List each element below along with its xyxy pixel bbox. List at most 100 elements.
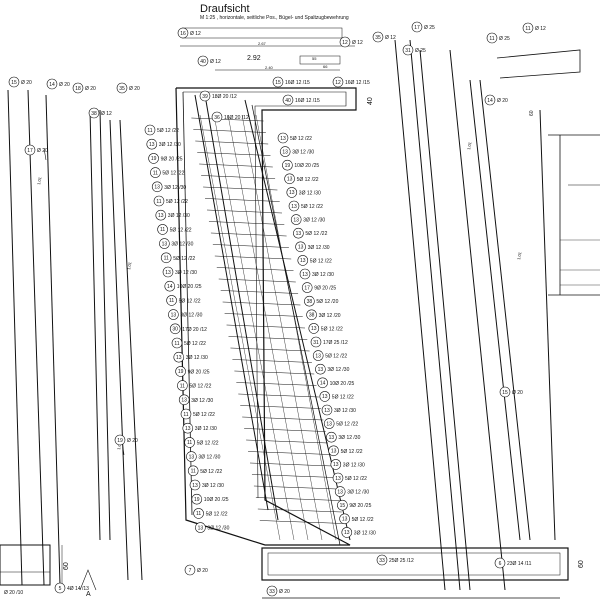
position-bubble [304, 295, 315, 307]
bar-designation: 3Ø 12 /30 [198, 455, 220, 461]
bar-designation: 5Ø 12 /22 [325, 354, 347, 360]
position-bubble [197, 55, 209, 67]
position-number: 17 [27, 148, 33, 154]
position-bubble [162, 266, 174, 278]
dimension-text: 60 [529, 110, 535, 116]
position-number: 13 [315, 353, 321, 359]
position-number: 12 [342, 40, 348, 46]
bar-designation: 5Ø 12 /22 [301, 204, 323, 210]
wall-outline [175, 87, 357, 546]
position-bubble [297, 255, 309, 266]
bar-designation: 5Ø 12 /22 [184, 341, 206, 347]
position-number: 13 [318, 367, 324, 373]
position-number: 15 [502, 390, 508, 396]
bar-designation: 3Ø 12 /30 [303, 218, 325, 224]
position-bubble [286, 187, 298, 198]
position-number: 5 [59, 586, 62, 592]
position-number: 33 [269, 589, 275, 595]
bar-designation: 3Ø 12 /30 [343, 462, 365, 468]
position-bubble [155, 209, 167, 221]
position-number: 14 [487, 98, 493, 104]
position-bubble [184, 437, 195, 448]
bar-designation: Ø 20 /10 [4, 590, 23, 596]
position-number: 11 [183, 412, 188, 418]
position-bubble [339, 513, 350, 525]
stirrup-bar [234, 370, 315, 375]
position-bubble [8, 76, 20, 88]
position-number: 13 [162, 241, 168, 247]
bar-length-text: 1.01 [126, 261, 132, 270]
position-bubble [184, 564, 196, 576]
bar-designation: 3Ø 12 /30 [308, 245, 330, 251]
bar-designation: 3Ø 12 /30 [327, 367, 349, 373]
right-bar-callout: 13 5Ø 12 /22 [312, 350, 347, 361]
position-bubble [146, 138, 158, 150]
standalone-bar [109, 119, 129, 581]
bar-designation: 3Ø 12 /30 [159, 142, 181, 148]
bar-designation: 16Ø 12 /15 [345, 80, 370, 86]
position-bubble [301, 282, 313, 293]
bar-designation: Ø 12 [190, 31, 201, 37]
position-bubble [148, 153, 159, 164]
stirrup-bar [228, 336, 308, 340]
bottom-beam [261, 547, 569, 581]
position-number: 13 [280, 136, 286, 142]
bar-designation: 9Ø 20 /25 [314, 286, 336, 292]
dimension-text: 40 [367, 97, 374, 105]
stirrup-bar [208, 221, 285, 225]
position-bubble [330, 459, 342, 470]
position-number: 14 [49, 82, 55, 88]
position-bubble [295, 241, 306, 253]
position-callout: 17 Ø 20 [24, 144, 48, 156]
bar-designation: Ø 12 [210, 59, 221, 65]
stirrup-bar [218, 278, 296, 283]
position-number: 19 [194, 497, 200, 503]
position-bubble [312, 350, 324, 361]
bar-designation: 10Ø 20 /25 [204, 497, 229, 503]
position-number: 13 [291, 204, 297, 210]
position-number: 13 [282, 149, 288, 155]
stirrup-bar [214, 255, 292, 260]
bar-designation: 16Ø 20 /12 [224, 115, 249, 121]
longitudinal-bar [213, 114, 295, 541]
stirrup-bar [230, 347, 310, 352]
bar-designation: Ø 20 [37, 148, 48, 154]
position-number: 6 [499, 561, 502, 567]
stirrup-bar [253, 485, 338, 490]
bar-designation: 5Ø 12 /22 [193, 412, 215, 418]
standalone-bar [89, 109, 101, 541]
position-bubble [195, 522, 206, 533]
bar-length-text: 1.01 [466, 141, 472, 150]
bar-designation: 10Ø 20 /25 [330, 381, 355, 387]
position-bubble [151, 181, 163, 193]
bar-designation: 5Ø 12 /22 [197, 440, 219, 446]
position-number: 13 [333, 462, 339, 468]
bar-designation: 3Ø 12 /30 [299, 190, 321, 196]
position-bubble [177, 380, 188, 391]
bar-designation: 5Ø 12 /22 [173, 256, 195, 262]
standalone-bar [409, 39, 461, 591]
